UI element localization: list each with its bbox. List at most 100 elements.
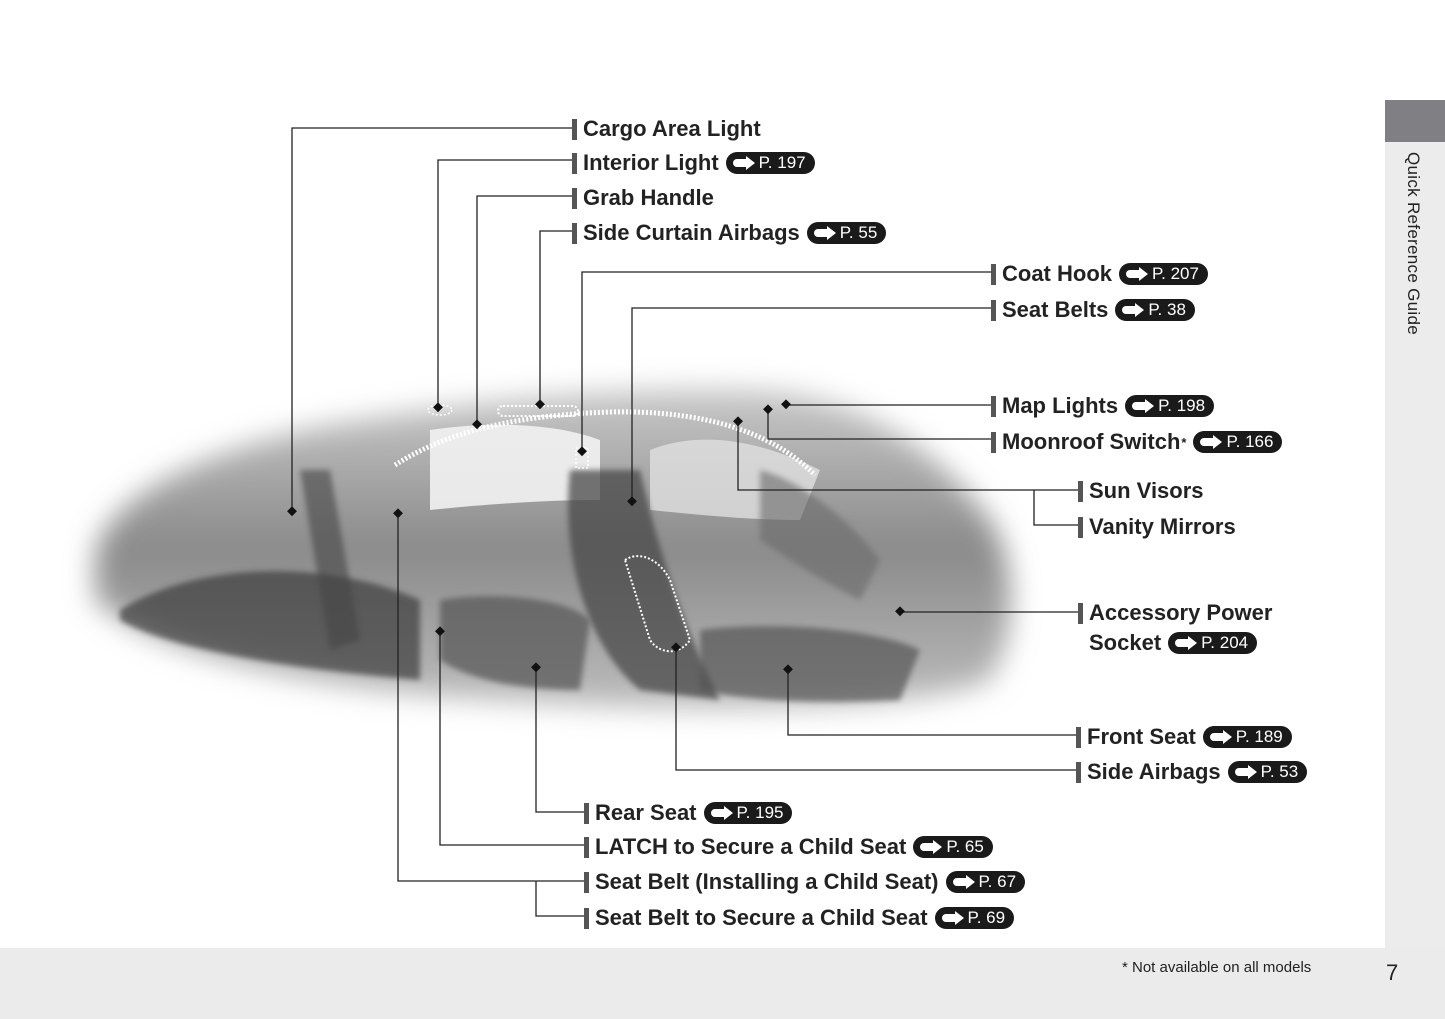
callout-label: Rear Seat	[595, 800, 697, 825]
callout-label: Seat Belt to Secure a Child Seat	[595, 905, 928, 930]
page-reference-text: P. 207	[1152, 264, 1199, 283]
page-reference-link[interactable]: P. 53	[1227, 761, 1308, 783]
arrow-right-icon	[1122, 303, 1145, 317]
page-reference-link[interactable]: P. 207	[1119, 263, 1208, 285]
page-reference-link[interactable]: P. 195	[703, 802, 793, 824]
callout-seat-belts: Seat Belts P. 38	[991, 296, 1195, 324]
callout-vanity-mirrors: Vanity Mirrors	[1078, 513, 1236, 541]
page-reference-link[interactable]: P. 38	[1115, 299, 1195, 321]
page-reference-text: P. 195	[736, 803, 784, 822]
callout-marker	[584, 907, 589, 929]
callout-label: Sun Visors	[1089, 478, 1204, 503]
callout-marker	[991, 263, 996, 285]
callout-label: Coat Hook	[1002, 261, 1112, 286]
page-reference-link[interactable]: P. 189	[1202, 726, 1292, 748]
page-reference-text: P. 69	[967, 908, 1006, 927]
callout-marker	[991, 299, 996, 321]
callout-marker	[572, 152, 577, 174]
callout-marker	[584, 871, 589, 893]
callout-interior-light: Interior Light P. 197	[572, 149, 815, 177]
callout-label: Side Curtain Airbags	[583, 220, 800, 245]
callout-label: Map Lights	[1002, 393, 1119, 418]
callout-moonroof-switch: Moonroof Switch* P. 166	[991, 427, 1283, 457]
page-reference-text: P. 67	[978, 872, 1017, 891]
callout-label: Interior Light	[583, 150, 719, 175]
callout-label: LATCH to Secure a Child Seat	[595, 834, 907, 859]
callout-label: Socket	[1089, 630, 1162, 655]
callout-marker	[1076, 761, 1081, 783]
page-reference-text: P. 53	[1260, 762, 1299, 781]
callout-marker	[572, 222, 577, 244]
callout-seat-belt-to-secure-a-child-seat: Seat Belt to Secure a Child Seat P. 69	[584, 904, 1015, 932]
callout-marker	[584, 802, 589, 824]
callout-label: Side Airbags	[1087, 759, 1221, 784]
page-reference-link[interactable]: P. 198	[1125, 395, 1215, 417]
section-tab-marker	[1385, 100, 1445, 142]
callout-side-airbags: Side Airbags P. 53	[1076, 758, 1308, 786]
footnote: * Not available on all models	[1122, 959, 1312, 976]
page-reference-text: P. 204	[1201, 633, 1249, 652]
page-footer	[0, 948, 1445, 1019]
callout-cargo-area-light: Cargo Area Light	[572, 115, 761, 143]
page-reference-text: P. 65	[946, 837, 984, 856]
section-tab-title: Quick Reference Guide	[1404, 152, 1423, 335]
callout-latch-to-secure-a-child-seat: LATCH to Secure a Child Seat P. 65	[584, 833, 993, 861]
page-reference-text: P. 189	[1235, 727, 1283, 746]
callout-label: Moonroof Switch	[1002, 429, 1181, 454]
arrow-right-icon	[1200, 435, 1223, 449]
callout-label: Cargo Area Light	[583, 116, 761, 141]
page-reference-text: P. 166	[1226, 432, 1274, 451]
arrow-right-icon	[1175, 636, 1198, 650]
page-reference-text: P. 197	[758, 153, 806, 172]
page-reference-text: P. 198	[1158, 396, 1206, 415]
callout-grab-handle: Grab Handle	[572, 184, 714, 212]
page-reference-link[interactable]: P. 55	[806, 222, 887, 244]
callout-label: Seat Belts	[1002, 297, 1109, 322]
arrow-right-icon	[1126, 267, 1148, 281]
page-reference-link[interactable]: P. 204	[1168, 632, 1258, 654]
page-reference-text: P. 38	[1148, 300, 1186, 319]
availability-asterisk: *	[1181, 435, 1187, 450]
arrow-right-icon	[920, 840, 943, 854]
callout-marker	[991, 431, 996, 453]
arrow-right-icon	[710, 806, 733, 820]
callout-marker	[572, 118, 577, 140]
page-reference-text: P. 55	[839, 223, 878, 242]
callout-label: Seat Belt (Installing a Child Seat)	[595, 869, 939, 894]
arrow-right-icon	[1234, 765, 1257, 779]
page-reference-link[interactable]: P. 65	[913, 836, 993, 858]
callout-marker	[1076, 726, 1081, 748]
callout-coat-hook: Coat Hook P. 207	[991, 260, 1208, 288]
arrow-right-icon	[952, 875, 975, 889]
callout-marker	[1078, 516, 1083, 538]
car-body	[95, 389, 1011, 709]
callout-marker	[584, 836, 589, 858]
leader-lines	[291, 127, 1078, 917]
page-reference-link[interactable]: P. 166	[1193, 431, 1283, 453]
arrow-right-icon	[732, 156, 755, 170]
callout-rear-seat: Rear Seat P. 195	[584, 799, 793, 827]
arrow-right-icon	[1209, 730, 1232, 744]
callout-marker	[991, 395, 996, 417]
callout-label: Vanity Mirrors	[1089, 514, 1236, 539]
callout-front-seat: Front Seat P. 189	[1076, 723, 1292, 751]
arrow-right-icon	[941, 911, 964, 925]
arrow-right-icon	[1132, 399, 1155, 413]
page-reference-link[interactable]: P. 197	[725, 152, 815, 174]
page-reference-link[interactable]: P. 69	[934, 907, 1015, 929]
callout-map-lights: Map Lights P. 198	[991, 392, 1215, 420]
callout-marker	[572, 187, 577, 209]
callout-marker	[1078, 602, 1083, 624]
page-reference-link[interactable]: P. 67	[945, 871, 1026, 893]
callout-label: Front Seat	[1087, 724, 1196, 749]
callout-label: Accessory Power	[1089, 600, 1273, 625]
callout-marker	[1078, 480, 1083, 502]
callout-label: Grab Handle	[583, 185, 714, 210]
callout-side-curtain-airbags: Side Curtain Airbags P. 55	[572, 219, 887, 247]
page-number: 7	[1386, 960, 1399, 985]
callout-sun-visors: Sun Visors	[1078, 477, 1204, 505]
section-tab[interactable]: Quick Reference Guide	[1385, 100, 1445, 950]
arrow-right-icon	[813, 226, 836, 240]
